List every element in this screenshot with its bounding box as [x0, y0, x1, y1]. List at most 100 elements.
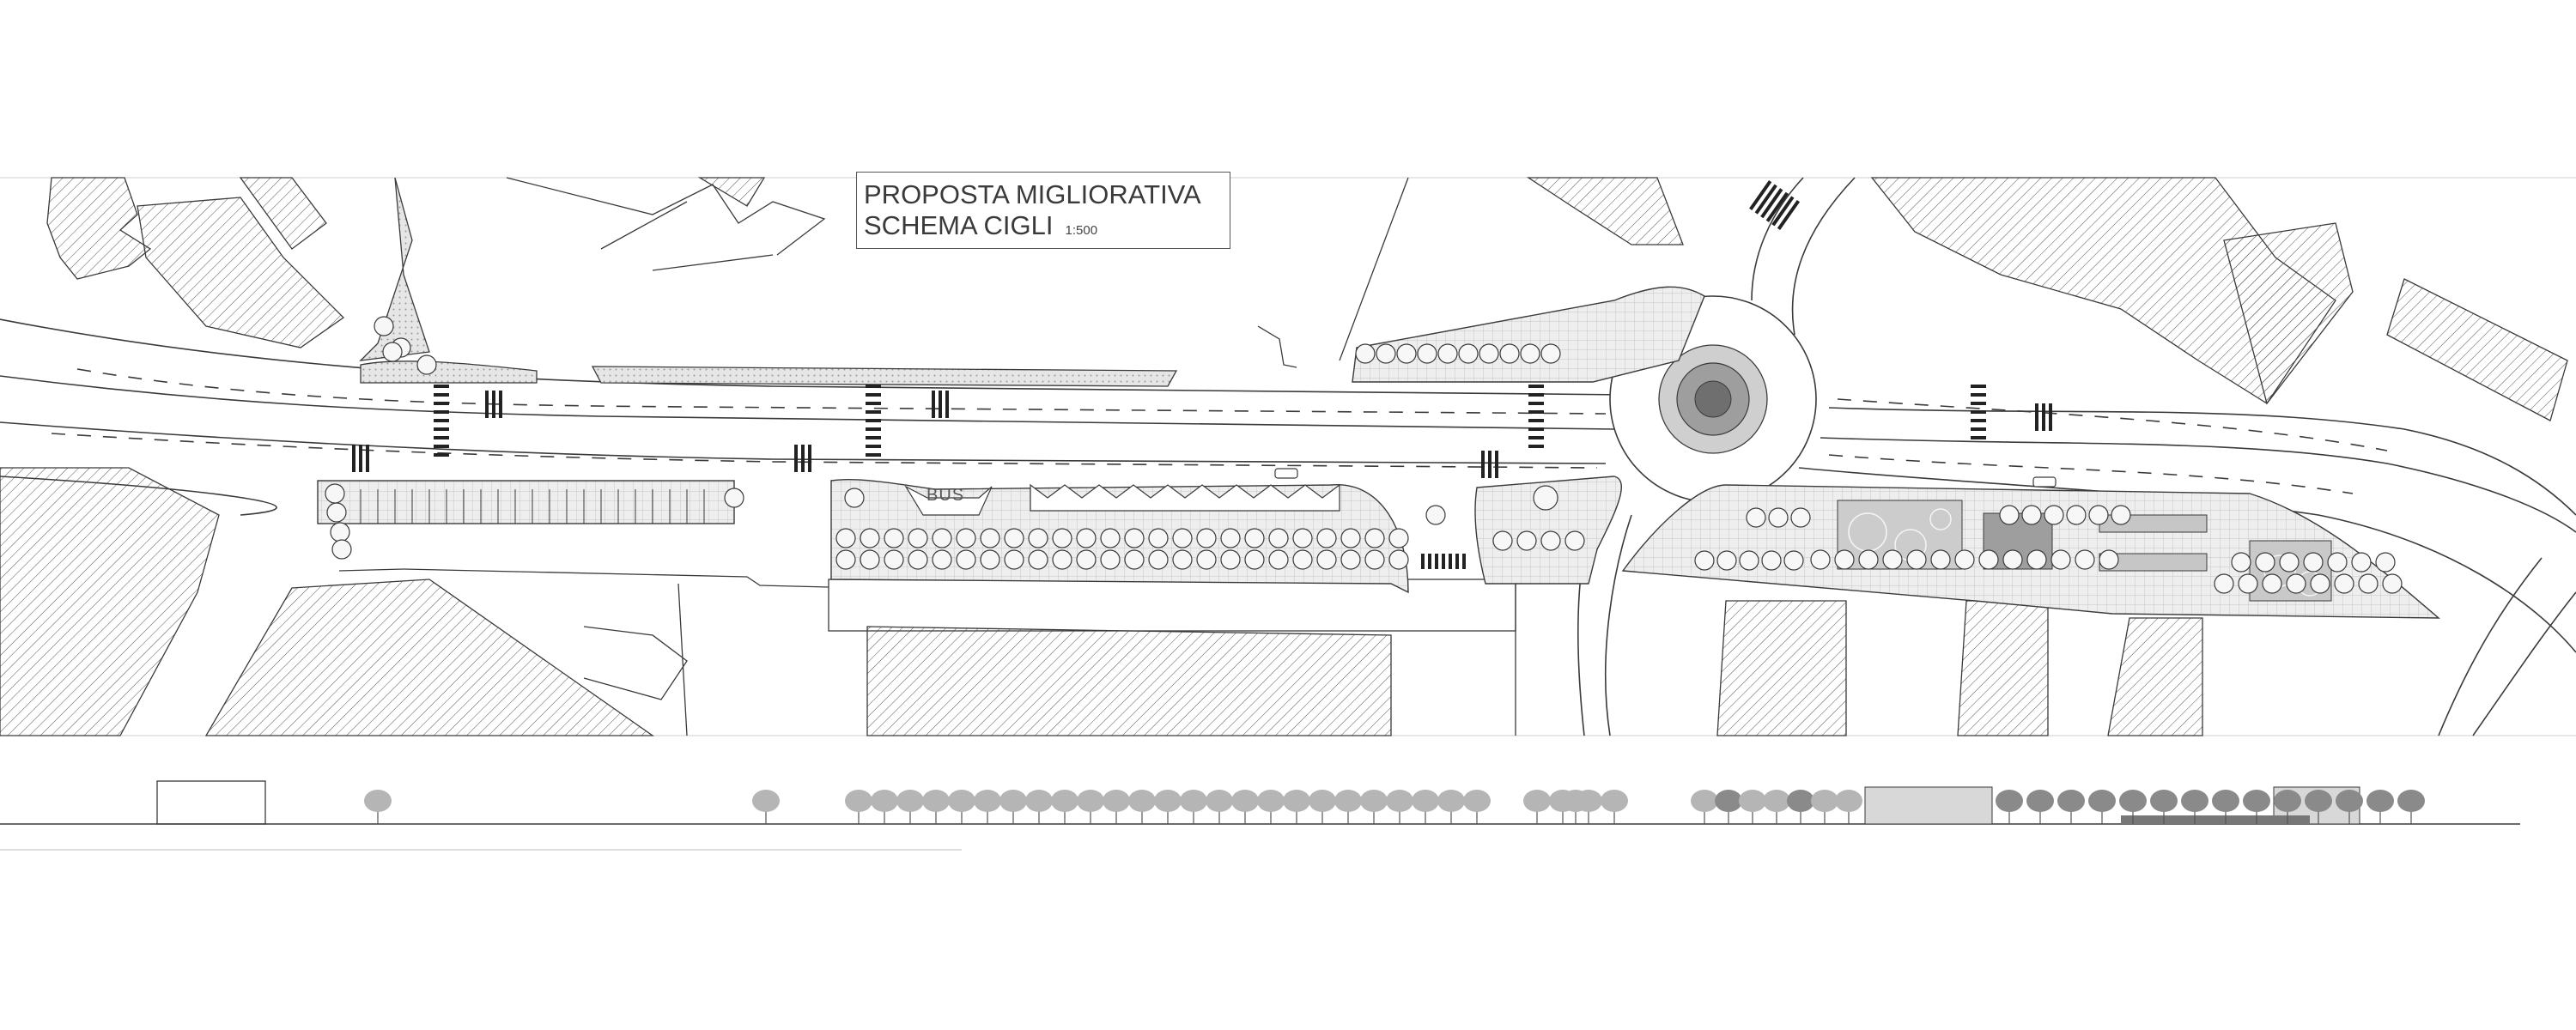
tree-symbol — [1355, 343, 1376, 364]
tree-symbol — [1882, 549, 1903, 570]
tree-symbol — [382, 342, 403, 362]
tree-symbol — [1172, 549, 1193, 570]
elevation-tree — [2397, 790, 2425, 812]
tree-symbol — [1316, 549, 1337, 570]
elevation-tree — [2026, 790, 2054, 812]
elevation-tree — [2274, 790, 2301, 812]
tree-symbol — [1028, 528, 1048, 548]
tree-symbol — [2382, 573, 2403, 594]
tree-symbol — [932, 528, 952, 548]
tree-symbol — [1124, 549, 1145, 570]
tree-symbol — [2231, 552, 2251, 573]
tree-symbol — [1492, 530, 1513, 551]
tree-symbol — [1954, 549, 1975, 570]
elevation-tree — [2212, 790, 2239, 812]
tree-symbol — [1052, 549, 1072, 570]
elevation-tree — [1051, 790, 1078, 812]
lane-markings — [51, 368, 2388, 494]
tree-symbol — [835, 549, 856, 570]
tree-symbol — [1479, 343, 1499, 364]
elevation-tree — [1763, 790, 1790, 812]
tree-symbol — [1076, 549, 1097, 570]
tree-symbol — [1244, 528, 1265, 548]
tree-symbol — [1376, 343, 1396, 364]
tree-symbol — [1540, 530, 1561, 551]
elevation-tree — [1412, 790, 1439, 812]
elevation-tree — [2336, 790, 2363, 812]
elevation-tree — [871, 790, 898, 812]
elevation-tree — [2243, 790, 2270, 812]
tree-symbol — [2351, 552, 2372, 573]
elevation-trees — [364, 790, 2425, 824]
tree-symbol — [1340, 549, 1361, 570]
tree-symbol — [374, 316, 394, 336]
tree-symbol — [1052, 528, 1072, 548]
elevation-tree — [2088, 790, 2116, 812]
elevation-tree — [1386, 790, 1413, 812]
tree-symbol — [956, 528, 976, 548]
tree-symbol — [956, 549, 976, 570]
parking-bays — [360, 489, 705, 524]
tree-symbol — [2214, 573, 2234, 594]
tree-symbol — [1458, 343, 1479, 364]
tree-symbol — [884, 549, 904, 570]
tree-symbol — [1437, 343, 1458, 364]
elevation-tree — [364, 790, 392, 812]
drawing-title: PROPOSTA MIGLIORATIVA — [864, 179, 1201, 209]
tree-symbol — [1004, 528, 1024, 548]
tree-symbol — [1425, 505, 1446, 525]
elevation-tree — [2057, 790, 2085, 812]
elevation-tree — [1811, 790, 1838, 812]
tree-symbol — [1100, 549, 1121, 570]
tree-symbol — [1694, 550, 1715, 571]
elevation-tree — [922, 790, 950, 812]
elevation-tree — [1309, 790, 1336, 812]
tree-symbol — [2050, 549, 2071, 570]
tree-symbol — [1364, 549, 1385, 570]
tree-symbol — [1516, 530, 1537, 551]
tree-symbol — [1124, 528, 1145, 548]
tree-symbol — [326, 502, 347, 523]
tree-symbol — [1364, 528, 1385, 548]
tree-symbol — [1540, 343, 1561, 364]
tree-symbol — [1746, 507, 1766, 528]
tree-symbol — [1783, 550, 1804, 571]
tree-symbol — [331, 539, 352, 560]
elevation-tree — [1437, 790, 1465, 812]
tree-symbol — [980, 549, 1000, 570]
tree-symbol — [2021, 505, 2042, 525]
roundabout — [1609, 295, 1817, 503]
medians — [359, 177, 1178, 387]
elevation-tree — [1835, 790, 1862, 812]
tree-symbol — [908, 549, 928, 570]
tree-symbol — [325, 483, 345, 504]
building-outlines — [338, 177, 1516, 736]
elevation-tree — [2305, 790, 2332, 812]
tree-symbol — [1220, 528, 1241, 548]
tree-symbol — [1761, 550, 1782, 571]
tree-symbol — [860, 549, 880, 570]
elevation-tree — [2181, 790, 2208, 812]
tree-symbol — [932, 549, 952, 570]
tree-symbol — [908, 528, 928, 548]
tree-symbol — [1906, 549, 1927, 570]
tree-symbol — [1244, 549, 1265, 570]
tree-symbol — [1148, 549, 1169, 570]
elevation-tree — [2150, 790, 2178, 812]
tree-symbol — [1292, 528, 1313, 548]
tree-symbol — [1810, 549, 1831, 570]
plan-trees — [325, 316, 2403, 594]
elevation-tree — [1077, 790, 1104, 812]
elevation-tree — [1562, 790, 1589, 812]
tree-symbol — [1196, 528, 1217, 548]
tree-symbol — [1388, 528, 1409, 548]
tree-symbol — [1999, 505, 2020, 525]
elevation-tree — [1257, 790, 1285, 812]
tree-symbol — [1076, 528, 1097, 548]
elevation-tree — [1739, 790, 1766, 812]
tree-symbol — [1388, 549, 1409, 570]
tree-symbol — [1564, 530, 1585, 551]
bus-stop-label: BUS — [927, 486, 965, 505]
tree-symbol — [2026, 549, 2047, 570]
elevation-tree — [1523, 790, 1551, 812]
